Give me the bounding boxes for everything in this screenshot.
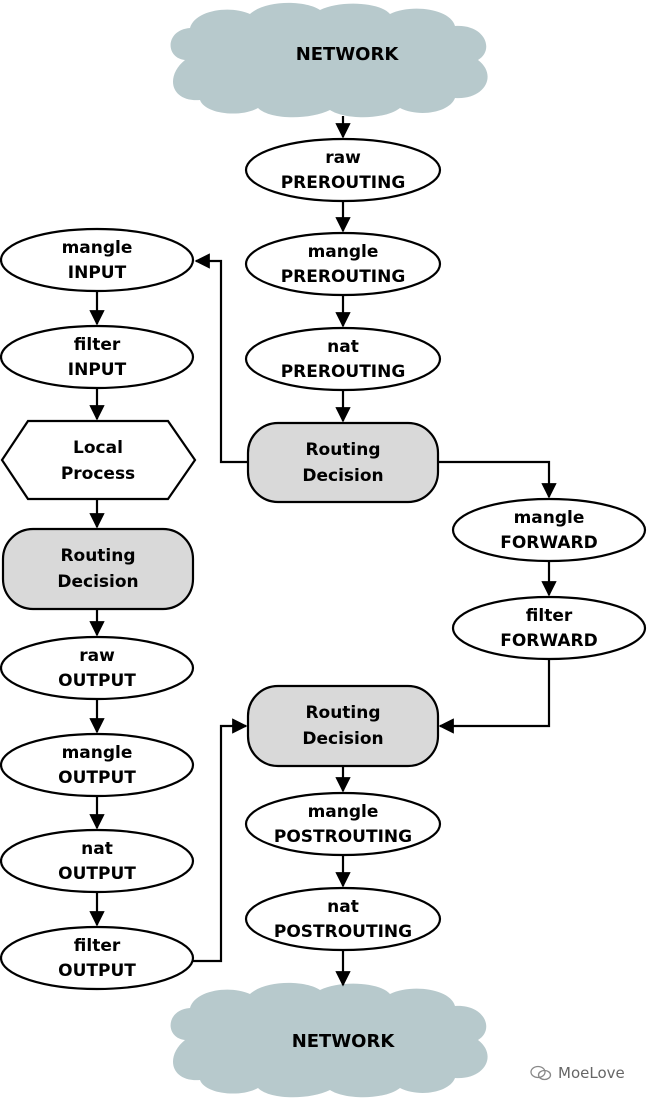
node-chain-label: INPUT — [68, 360, 127, 380]
node-table-label: filter — [526, 606, 573, 626]
node-table-label: nat — [327, 337, 359, 357]
edge-filter-forward-to-routing — [438, 659, 551, 734]
node-local-process: Local Process — [0, 419, 197, 501]
node-chain-label: OUTPUT — [58, 671, 136, 691]
node-line1-label: Routing — [305, 703, 380, 723]
node-mangle-forward: mangle FORWARD — [451, 497, 647, 563]
node-line1-label: Routing — [60, 546, 135, 566]
watermark-text: MoeLove — [558, 1064, 625, 1082]
node-table-label: mangle — [308, 802, 379, 822]
node-chain-label: INPUT — [68, 263, 127, 283]
node-chain-label: FORWARD — [500, 631, 598, 651]
node-line2-label: Decision — [57, 572, 138, 592]
node-chain-label: POSTROUTING — [274, 922, 412, 942]
network-bottom-label: NETWORK — [292, 1031, 396, 1052]
node-table-label: raw — [325, 148, 361, 168]
network-bottom-cloud: NETWORK — [170, 982, 488, 1098]
node-filter-input: filter INPUT — [0, 324, 195, 390]
node-mangle-input: mangle INPUT — [0, 227, 195, 293]
node-line2-label: Process — [61, 464, 135, 484]
node-nat-prerouting: nat PREROUTING — [244, 326, 442, 392]
node-table-label: nat — [81, 839, 113, 859]
watermark: MoeLove — [530, 1064, 625, 1082]
node-chain-label: PREROUTING — [281, 362, 406, 382]
node-routing-decision-2: Routing Decision — [1, 527, 195, 611]
node-line1-label: Routing — [305, 440, 380, 460]
node-mangle-postrouting: mangle POSTROUTING — [244, 791, 442, 857]
node-routing-decision-1: Routing Decision — [246, 421, 440, 504]
node-raw-prerouting: raw PREROUTING — [244, 137, 442, 203]
node-table-label: raw — [79, 646, 115, 666]
node-table-label: nat — [327, 897, 359, 917]
edge-routing-to-mangle-forward — [438, 460, 557, 499]
edge-routing-to-mangle-input — [194, 253, 248, 464]
node-mangle-output: mangle OUTPUT — [0, 732, 195, 798]
node-chain-label: PREROUTING — [281, 267, 406, 287]
node-routing-decision-3: Routing Decision — [246, 684, 440, 768]
node-table-label: mangle — [62, 238, 133, 258]
node-table-label: mangle — [308, 242, 379, 262]
node-nat-output: nat OUTPUT — [0, 828, 195, 894]
edge-filter-output-to-routing — [193, 718, 248, 963]
node-table-label: mangle — [62, 743, 133, 763]
node-chain-label: PREROUTING — [281, 173, 406, 193]
node-filter-output: filter OUTPUT — [0, 925, 195, 991]
node-filter-forward: filter FORWARD — [451, 595, 647, 661]
node-table-label: mangle — [514, 508, 585, 528]
node-chain-label: OUTPUT — [58, 961, 136, 981]
node-line2-label: Decision — [302, 729, 383, 749]
node-chain-label: OUTPUT — [58, 768, 136, 788]
node-line2-label: Decision — [302, 466, 383, 486]
node-nat-postrouting: nat POSTROUTING — [244, 886, 442, 952]
edges — [89, 116, 557, 987]
node-mangle-prerouting: mangle PREROUTING — [244, 231, 442, 297]
network-top-label: NETWORK — [296, 44, 400, 65]
node-line1-label: Local — [73, 438, 123, 458]
wechat-icon — [530, 1065, 552, 1081]
node-table-label: filter — [74, 335, 121, 355]
node-raw-output: raw OUTPUT — [0, 635, 195, 701]
node-chain-label: POSTROUTING — [274, 827, 412, 847]
network-top-cloud: NETWORK — [170, 2, 488, 118]
node-chain-label: OUTPUT — [58, 864, 136, 884]
node-chain-label: FORWARD — [500, 533, 598, 553]
node-table-label: filter — [74, 936, 121, 956]
